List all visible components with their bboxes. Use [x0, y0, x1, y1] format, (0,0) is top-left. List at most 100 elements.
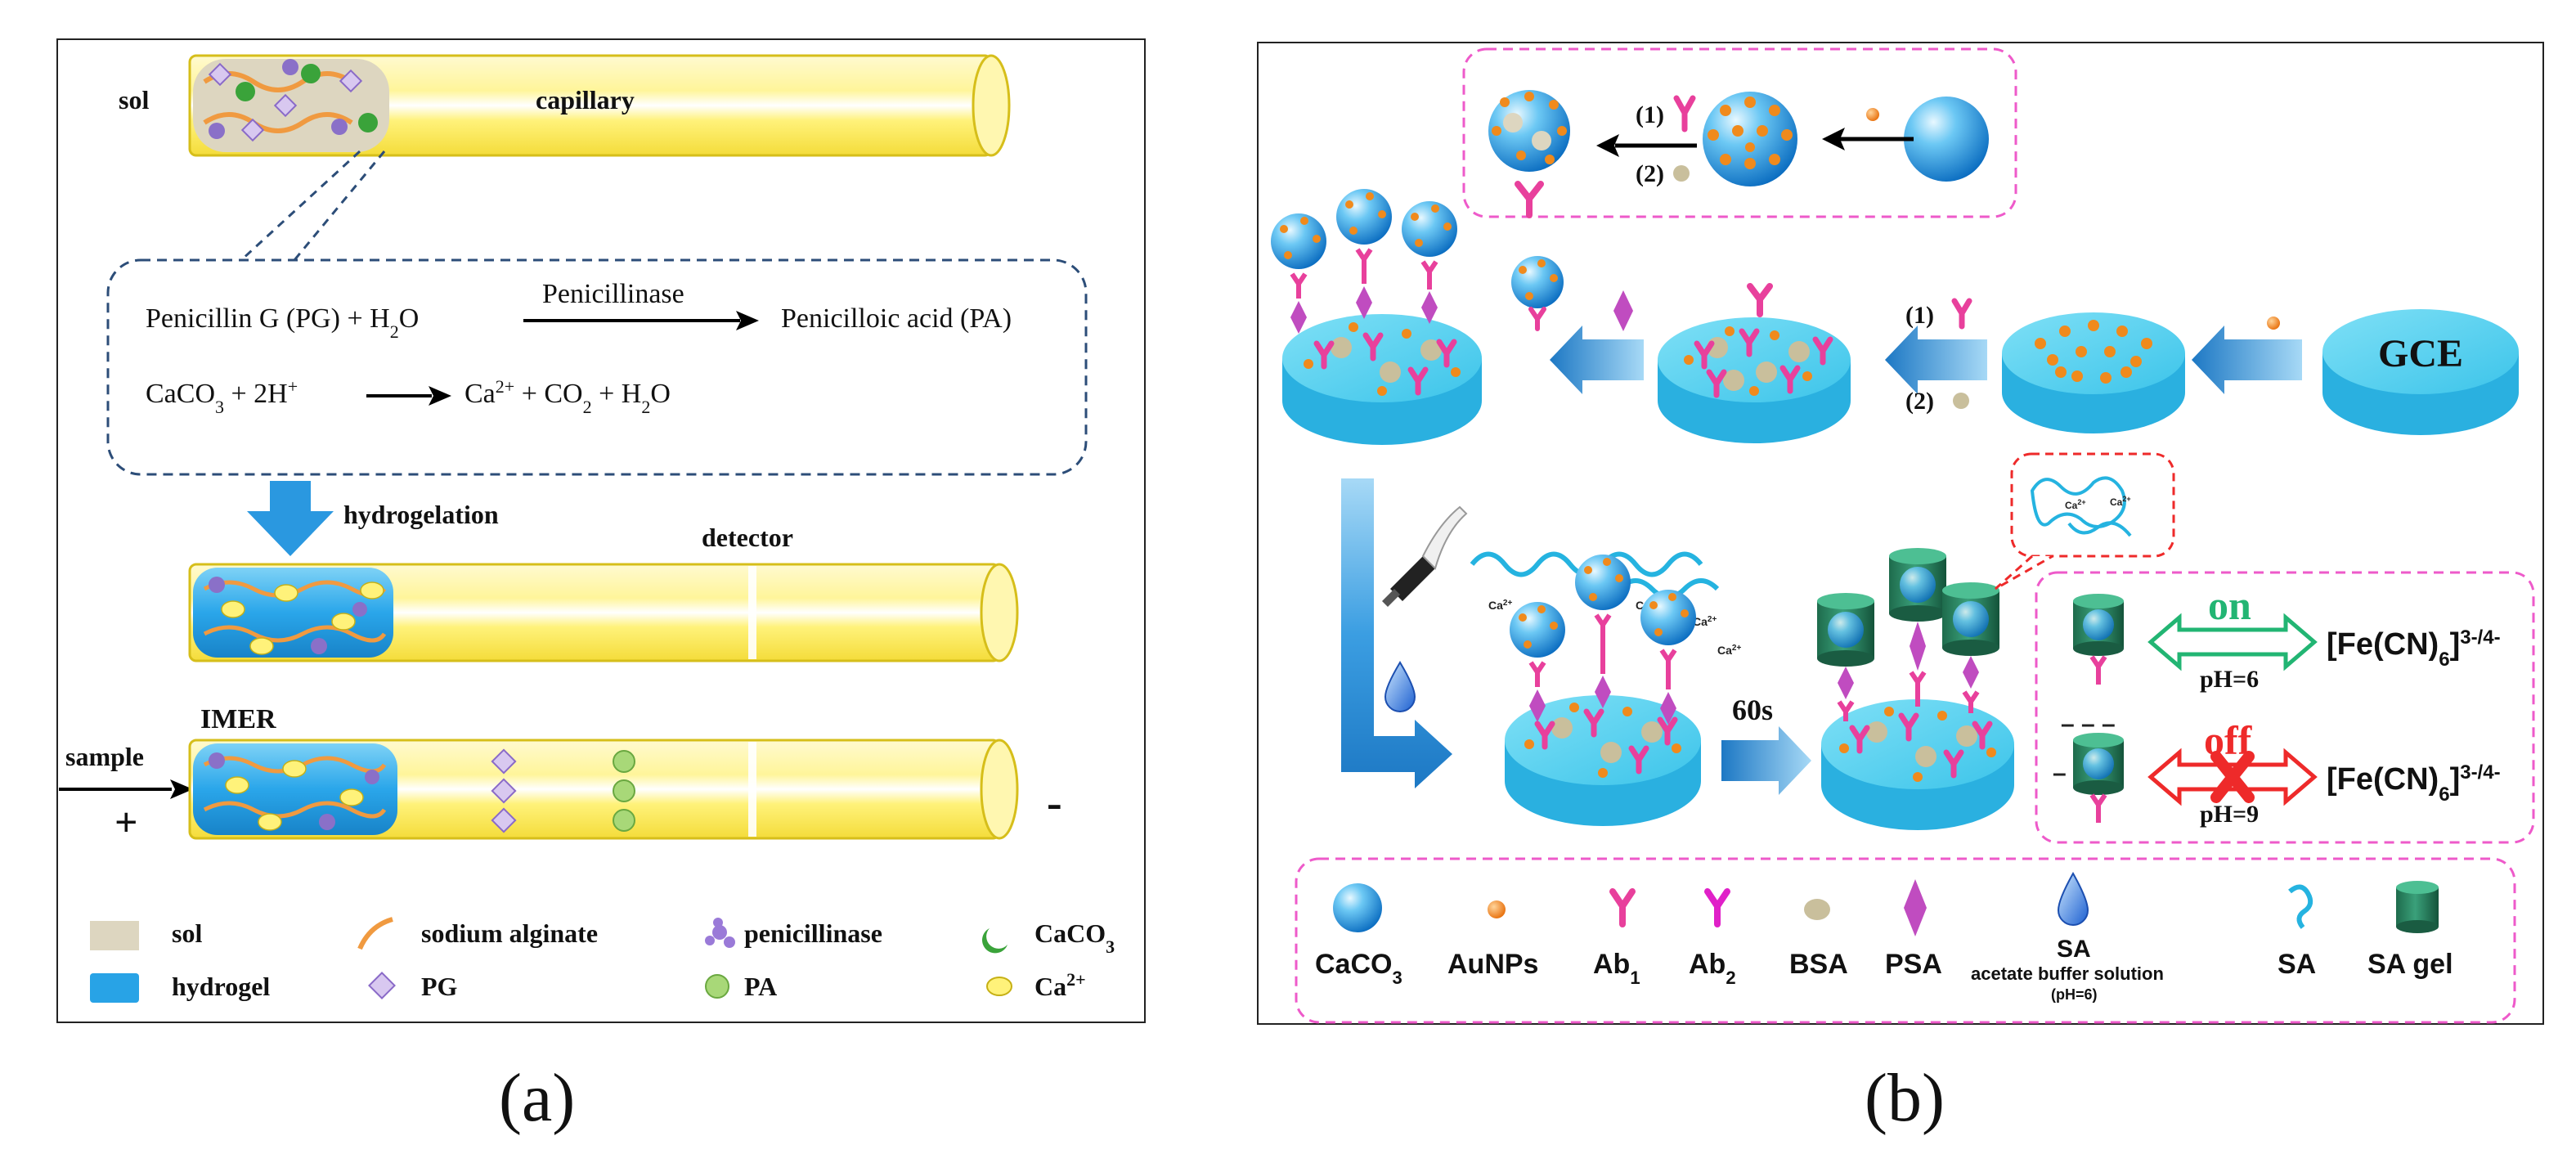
block-arrow-ab1: [1885, 326, 1987, 394]
legend-sol-swatch: [90, 921, 139, 950]
svg-text:–: –: [2053, 760, 2067, 787]
pa-icon: [705, 974, 729, 999]
legend-caco3-b-label: CaCO3: [1315, 949, 1402, 988]
ab1-legend-icon: [1609, 888, 1636, 927]
legend-sodium-alginate-label: sodium alginate: [421, 918, 598, 948]
gel-zoom-bubble: Ca2+ Ca2+: [1995, 452, 2175, 590]
capillary-middle: [188, 563, 1019, 662]
reaction-2-arrow: [366, 386, 451, 406]
ab2-legend-icon: [1704, 888, 1730, 927]
fe-cn-off: [Fe(CN)6]3-/4-: [2327, 761, 2501, 806]
ab1-icon-mid: [1951, 298, 1972, 330]
legend-pg-label: PG: [421, 972, 458, 1001]
disc-aunp: [2002, 312, 2185, 433]
block-arrow-gce: [2192, 317, 2302, 394]
pipette-icon: [1382, 505, 1468, 607]
label-ph9: pH=9: [2200, 801, 2259, 828]
legend-penicillinase-label: penicillinase: [744, 918, 882, 948]
caco3-aunp-sphere: [1703, 92, 1797, 186]
caco3-sphere-icon: [1333, 883, 1382, 932]
imer-segment: [193, 743, 397, 835]
zoom-line-left: [240, 150, 361, 262]
fe-cn-on: [Fe(CN)6]3-/4-: [2327, 626, 2501, 671]
svg-text:Ca2+: Ca2+: [2065, 498, 2086, 511]
ab2-icon-top: [1673, 95, 1696, 132]
sa-drop-legend-icon: [2057, 871, 2089, 926]
block-arrow-l: [1341, 478, 1452, 788]
label-sample: sample: [65, 742, 144, 771]
legend-ca-label: Ca2+: [1034, 969, 1086, 1002]
label-on: on: [2208, 582, 2251, 628]
legend-sa-ph-label: (pH=6): [2051, 986, 2098, 1003]
svg-text:Ca2+: Ca2+: [1717, 644, 1741, 658]
caption-a: (a): [499, 1060, 575, 1136]
label-minus: -: [1047, 778, 1062, 828]
disc-ab1: [1658, 283, 1851, 443]
panel-a: sol capillary Penicillin G (PG) + H2O Pe…: [56, 38, 1146, 1023]
ca-ion-icon: [986, 977, 1012, 996]
step2-label-top: (2): [1636, 160, 1664, 187]
panel-a-frame: [56, 38, 1146, 1023]
sodium-alginate-icon: [357, 917, 393, 950]
legend-ab1-label: Ab1: [1593, 949, 1640, 988]
penicillinase-icon: [705, 918, 735, 948]
legend-caco3-label: CaCO3: [1034, 918, 1115, 957]
sa-drop-icon: [1384, 661, 1416, 712]
legend-a: sol hydrogel sodium alginate PG penicill…: [90, 917, 1115, 1003]
bsa-icon-top: [1673, 165, 1690, 182]
caco3-icon: [982, 928, 1008, 954]
label-hydrogelation: hydrogelation: [343, 500, 499, 529]
label-capillary: capillary: [536, 85, 635, 115]
reaction-1-left: Penicillin G (PG) + H2O: [146, 303, 419, 342]
disc-gelation: [1821, 699, 2014, 830]
legend-psa-label: PSA: [1885, 949, 1942, 980]
label-60s: 60s: [1732, 694, 1773, 726]
block-arrow-psa: [1550, 290, 1644, 394]
legend-sol-label: sol: [172, 918, 202, 948]
reaction-1-right: Penicilloic acid (PA): [781, 303, 1012, 334]
disc-dissolution: [1505, 695, 1701, 826]
panel-b: (1) (2) GCE: [1257, 42, 2544, 1025]
reaction-2-left: CaCO3 + 2H+: [146, 376, 298, 417]
hydrogelation-arrow: [247, 481, 334, 556]
svg-text:Ca2+: Ca2+: [2110, 495, 2131, 508]
label-gce: GCE: [2378, 332, 2463, 375]
pg-icon: [368, 972, 396, 999]
gce-electrode: [2322, 309, 2519, 435]
reaction-1-enzyme: Penicillinase: [542, 279, 684, 309]
legend-bsa-label: BSA: [1789, 949, 1848, 980]
capillary-bottom: [188, 739, 1019, 840]
gel-state-off: – – – –: [2053, 711, 2124, 823]
psa-legend-icon: [1904, 879, 1927, 936]
step1-label-mid: (1): [1905, 302, 1934, 329]
on-double-arrow: [2147, 613, 2318, 671]
block-arrow-60s: [1721, 726, 1811, 795]
label-imer: IMER: [200, 704, 276, 734]
gel-state-on: [2073, 594, 2124, 685]
legend-sa-top-label: SA: [2057, 936, 2091, 963]
sa-chain-legend-icon: [2288, 884, 2313, 929]
legend-pa-label: PA: [744, 972, 777, 1001]
gel-cylinders: [1817, 548, 1999, 721]
pa-band: [613, 750, 635, 832]
label-off: off: [2204, 717, 2253, 763]
sa-gel-legend-icon: [2396, 881, 2439, 933]
floating-probe: [1511, 256, 1564, 331]
reaction-box: [106, 258, 1088, 476]
bsa-icon-mid: [1953, 393, 1969, 409]
arrow-aunp-add: [1822, 108, 1914, 150]
step1-label-top: (1): [1636, 101, 1664, 128]
captured-probes-top: [1271, 189, 1457, 334]
label-detector: detector: [702, 523, 793, 552]
legend-aunps-label: AuNPs: [1447, 949, 1538, 980]
arrow-ab2-bsa: [1596, 134, 1697, 157]
label-plus: +: [114, 799, 138, 845]
capillary-top: [188, 54, 1011, 157]
disc-sandwich-top: [1282, 314, 1482, 445]
legend-hydrogel-label: hydrogel: [172, 972, 270, 1001]
legend-sa-gel-label: SA gel: [2367, 949, 2453, 980]
reaction-1-arrow: [523, 311, 759, 330]
pg-band: [491, 748, 517, 833]
step2-label-mid: (2): [1905, 388, 1934, 415]
